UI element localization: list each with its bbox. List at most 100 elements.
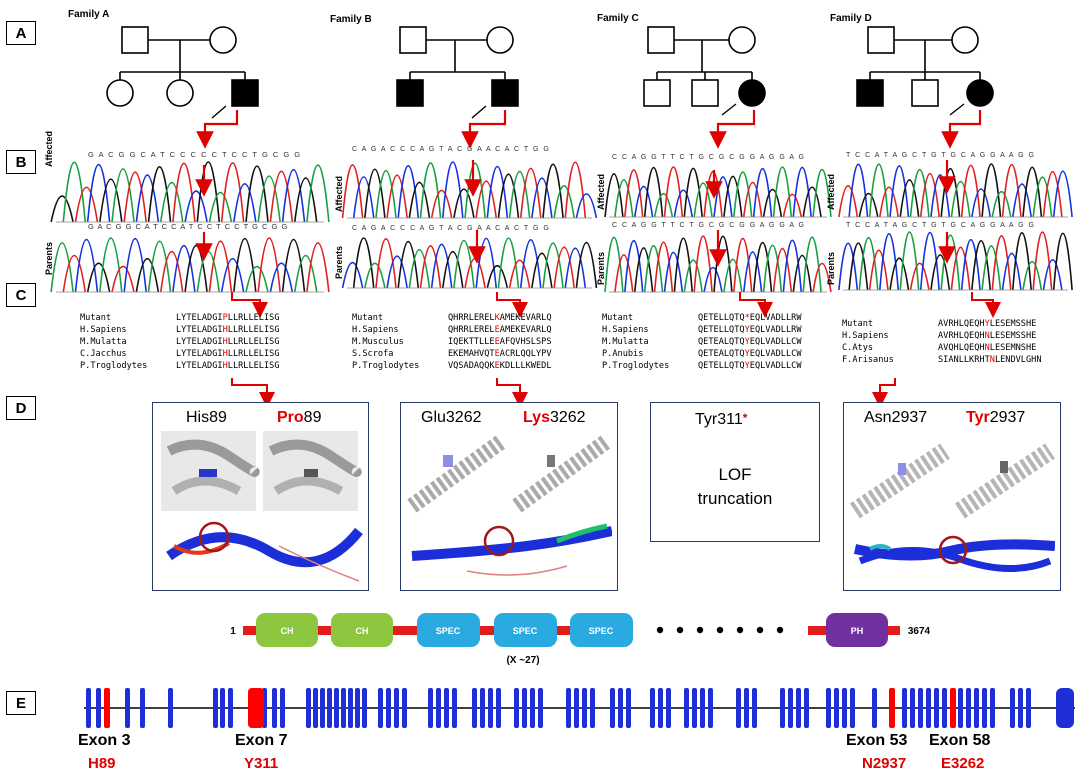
sequence-pre: AVRHLQEQH xyxy=(938,331,985,341)
chromatogram-peak xyxy=(62,255,87,293)
family-a-title: Family A xyxy=(68,9,110,20)
exon-bar xyxy=(522,688,527,728)
exon-bar xyxy=(355,688,360,728)
chromatogram-peak xyxy=(430,189,453,219)
chromatogram-peak xyxy=(464,257,486,289)
exon-bar xyxy=(378,688,383,728)
chromatogram-peak xyxy=(653,241,674,293)
protein-structure-render xyxy=(407,434,612,576)
chromatogram-peak xyxy=(306,164,330,223)
chromatogram-peak xyxy=(453,239,475,289)
chromatogram-peak xyxy=(733,171,753,218)
exon-bar xyxy=(736,688,741,728)
gene-structure xyxy=(84,688,1075,728)
exon-bar xyxy=(796,688,801,728)
exon-bar xyxy=(610,688,615,728)
chromatogram-peak xyxy=(74,239,99,293)
species-name: P.Troglodytes xyxy=(602,361,670,371)
chromatogram-peak xyxy=(879,233,900,291)
sequence-pre: AVQHLQEQH xyxy=(938,343,985,353)
sequence-post: EQLVADLLRW xyxy=(749,313,802,323)
variant-residue: Y xyxy=(744,349,750,359)
chromatogram-peak xyxy=(111,266,135,293)
chromatogram-peak xyxy=(364,262,386,289)
chromatogram-peak xyxy=(889,257,910,291)
chromatogram-peak xyxy=(135,174,160,223)
chromatogram-peak xyxy=(663,251,684,293)
variant-residue: E xyxy=(494,349,500,359)
chromatogram-peak xyxy=(542,163,564,219)
chromatogram-label-parents-c: Parents xyxy=(596,251,606,285)
exon-bar xyxy=(990,688,995,728)
chromatogram-peak xyxy=(802,186,822,218)
exon-bar xyxy=(650,688,655,728)
chromatogram-peak xyxy=(293,177,318,223)
panel-label-c: C xyxy=(6,283,36,307)
protein-end: 3674 xyxy=(908,626,931,637)
chromatogram-peak xyxy=(614,254,634,293)
chromatogram-peak xyxy=(575,241,598,289)
chromatogram-peak xyxy=(408,181,431,219)
chromatogram-peak xyxy=(159,251,184,293)
exon-bar xyxy=(902,688,907,728)
chromatogram-trace xyxy=(50,161,330,223)
chromatogram-peak xyxy=(848,242,869,291)
chromatogram-peak xyxy=(99,237,123,293)
chromatogram-peak xyxy=(475,180,498,219)
domain-ch-2-label: CH xyxy=(356,626,369,636)
chromatogram-peak xyxy=(693,182,713,218)
structure-wt-label: His89 xyxy=(186,409,227,426)
variant-residue: E xyxy=(494,325,500,335)
chromatogram-peak xyxy=(62,161,87,223)
variant-residue: H xyxy=(222,337,228,347)
repeat-note: (X ~27) xyxy=(506,655,539,666)
sequence-c-top: C C A G G T T C T G C G C G G A G G A G xyxy=(612,154,806,161)
chromatogram-peak xyxy=(147,240,172,293)
chromatogram-peak xyxy=(742,181,763,218)
sequence-post: AFQVHSLSPS xyxy=(499,337,552,347)
sequence-post: LESEMNSHE xyxy=(989,343,1037,353)
chromatogram-trace xyxy=(341,237,598,289)
chromatogram-peak xyxy=(940,234,961,291)
species-name: M.Mulatta xyxy=(602,337,649,347)
truncation-label: truncation xyxy=(697,489,773,508)
sequence-post: LLRLLELISG xyxy=(227,361,280,371)
panel-label-a: A xyxy=(6,21,36,45)
chromatogram-trace xyxy=(604,235,832,293)
exon-bar xyxy=(926,688,931,728)
chromatogram-trace xyxy=(838,163,1073,218)
exon-bar xyxy=(306,688,311,728)
chromatogram-peak xyxy=(960,164,981,218)
chromatogram-peak xyxy=(981,245,1002,291)
species-name: F.Arisanus xyxy=(842,355,894,365)
chromatogram-peak xyxy=(683,167,703,218)
chromatogram-peak xyxy=(991,191,1012,218)
chromatogram-peak xyxy=(386,174,408,219)
chromatogram-peak xyxy=(879,186,900,218)
pedigree-family-b xyxy=(396,26,519,119)
structure-arrows xyxy=(231,378,896,408)
chromatogram-peak xyxy=(575,193,598,219)
exon-bar xyxy=(96,688,101,728)
exon-bar xyxy=(666,688,671,728)
chromatogram-peak xyxy=(233,183,257,223)
species-name: P.Troglodytes xyxy=(352,361,420,371)
sequence-post: KDLLLKWEDL xyxy=(499,361,552,371)
species-name: P.Anubis xyxy=(602,349,644,359)
exon-bar xyxy=(341,688,346,728)
chromatogram-peak xyxy=(1022,260,1043,291)
chromatogram-peak xyxy=(868,249,889,291)
variant-arrows xyxy=(195,160,956,267)
chromatogram-peak xyxy=(269,170,294,223)
chromatogram-peak xyxy=(889,165,910,218)
chromatogram-peak xyxy=(441,251,464,289)
sequence-pre: AVRHLQEQH xyxy=(938,319,985,329)
exon-bar xyxy=(1018,688,1023,728)
domain-spec-1 xyxy=(417,613,480,647)
chromatogram-label-affected-b: Affected xyxy=(334,175,344,212)
chromatogram-peak xyxy=(220,162,245,223)
chromatogram-peak xyxy=(838,242,859,291)
pedigree-family-c xyxy=(643,26,766,116)
